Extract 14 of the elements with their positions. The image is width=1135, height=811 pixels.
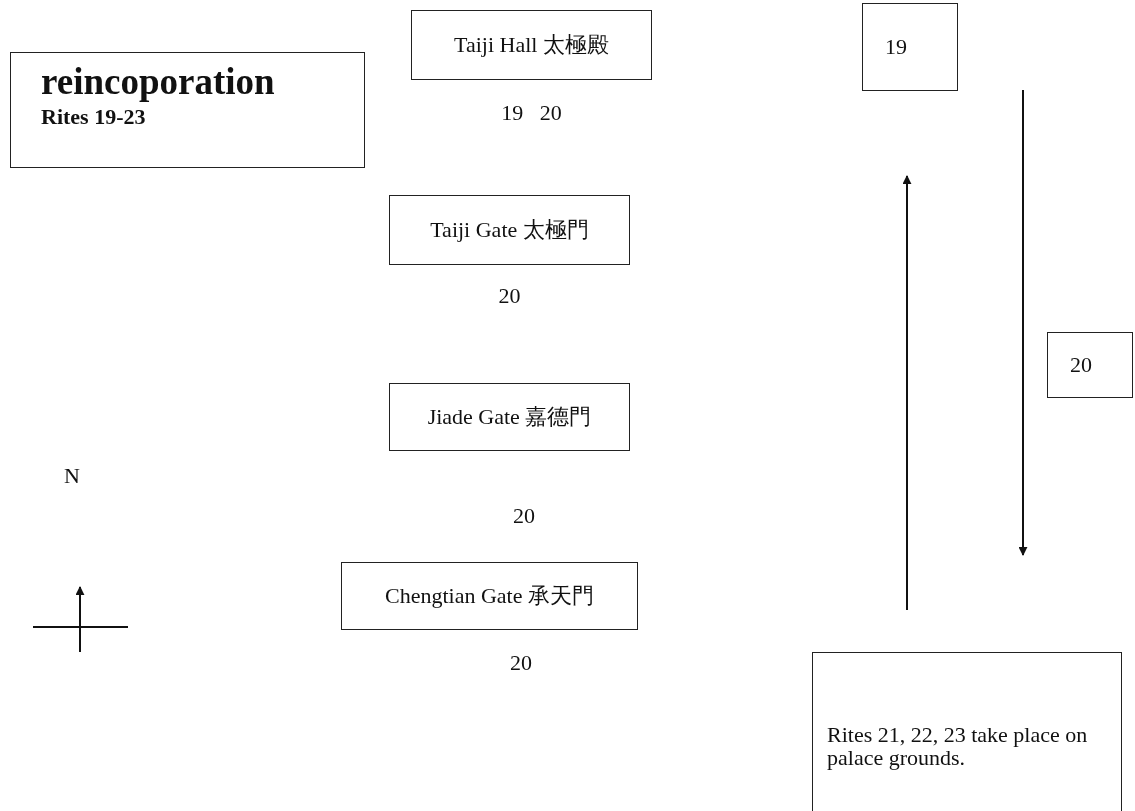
rite-number: 19 20	[500, 100, 563, 126]
subheading: Rites 19-23	[41, 105, 146, 129]
rite-number: 20	[497, 283, 522, 309]
hall-box: Taiji Hall 太極殿	[411, 10, 652, 80]
rite-number: 20	[512, 503, 536, 529]
rite-box: 19	[862, 3, 958, 91]
note-box: Rites 21, 22, 23 take place on palace grounds.	[812, 652, 1122, 811]
gate-box: Jiade Gate 嘉德門	[389, 383, 630, 451]
rite-box: 20	[1047, 332, 1133, 398]
gate-box: Taiji Gate 太極門	[389, 195, 630, 265]
heading: reincoporation	[41, 63, 275, 102]
compass-label: N	[64, 463, 80, 489]
rite-number: 20	[509, 650, 533, 676]
gate-box: Chengtian Gate 承天門	[341, 562, 638, 630]
